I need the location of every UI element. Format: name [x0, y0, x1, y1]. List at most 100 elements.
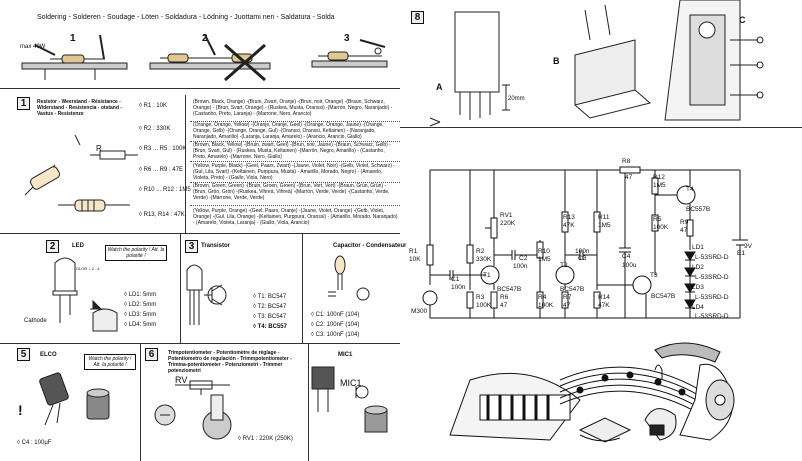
resistor-desc-r3-r5: (Brown, Black, Yellow) -(Bruin, zwart, G… — [193, 142, 391, 160]
resistor-ref-r1: ◊ R1 : 10K — [139, 103, 167, 109]
label-battery-voltage: 9V — [744, 243, 752, 250]
led-item-ld4: ◊ LD4: 5mm — [124, 322, 157, 328]
value-r9: 47 — [680, 227, 688, 234]
music-illustration — [449, 342, 735, 443]
resistor-ref-r13-r14: ◊ R13, R14 : 47K — [139, 212, 185, 218]
elco-polarity-note: Watch the polarity ! Att. la polarité ! — [84, 354, 136, 370]
divider — [140, 343, 141, 461]
transistor-item-t2: ◊ T2: BC547 — [253, 304, 287, 310]
value-r10: 1M5 — [538, 256, 551, 263]
resistor-ref-r3-r5: ◊ R3 ... R5 : 100K — [139, 146, 187, 152]
mic-symbol-label: MIC1 — [340, 378, 362, 388]
label-r1: R1 — [409, 248, 418, 255]
value-t1: BC547B — [497, 286, 522, 293]
resistor-drawings — [24, 134, 138, 212]
value-r5: 100K — [653, 224, 669, 231]
label-r14: R14 — [598, 294, 610, 301]
mounting-drawings — [429, 0, 764, 127]
label-ld1: LD1 — [692, 244, 704, 251]
section-1-number: 1 — [17, 97, 30, 110]
led-item-ld1: ◊ LD1: 5mm — [124, 292, 157, 298]
value-r7: 47 — [563, 302, 571, 309]
trimpot-symbol-label: RV — [175, 375, 188, 385]
elco-drawing: ! — [18, 372, 110, 426]
label-e1: E1 — [737, 250, 745, 257]
label-ld3: LD3 — [692, 284, 704, 291]
section-3-title: Transistor — [201, 243, 231, 249]
divider — [180, 233, 181, 343]
value-t4: BC557B — [686, 206, 711, 213]
section-6-number: 6 — [145, 348, 158, 361]
label-r5: R5 — [653, 216, 662, 223]
value-ld1: L-53SRD-D — [695, 254, 729, 261]
label-r6: R6 — [500, 294, 509, 301]
label-r7: R7 — [563, 294, 572, 301]
divider — [400, 127, 802, 128]
value-ld4: L-53SRD-D — [695, 313, 729, 320]
value-r1: 10K — [409, 256, 421, 263]
mic-section-title: MIC1 — [338, 352, 353, 358]
value-t2: BC547B — [560, 286, 585, 293]
soldering-drawings — [21, 34, 388, 82]
transistor-drawing — [186, 264, 227, 325]
capacitor-item-c3: ◊ C3: 100nF (104) — [311, 332, 360, 338]
divider — [0, 88, 400, 89]
mic-drawing — [311, 366, 388, 433]
value-c1: 100n — [451, 284, 466, 291]
label-r12: R12 — [653, 174, 665, 181]
resistor-desc-r10-r12: (Brown, Green, Green) -(Bruin, Groen, Gr… — [193, 183, 390, 201]
led-polarity-note: Watch the polarity ! Att. la polarité ! — [105, 245, 167, 261]
value-r3: 100K — [476, 302, 492, 309]
label-t4: T4 — [686, 186, 694, 193]
label-c4: C4 — [622, 253, 631, 260]
value-c2: 100n — [513, 263, 528, 270]
label-c2: C2 — [519, 255, 528, 262]
value-ld2: L-53SRD-D — [695, 274, 729, 281]
led-item-ld3: ◊ LD3: 5mm — [124, 312, 157, 318]
label-t3: T3 — [650, 272, 658, 279]
label-m300: M300 — [411, 308, 428, 315]
page-title: Soldering - Solderen - Soudage - Löten -… — [37, 14, 335, 21]
divider — [308, 343, 309, 461]
resistor-desc-r6-r9: (Yellow, Purple, Black) -(Geel, Paars, Z… — [193, 163, 395, 181]
value-r14: 47K — [598, 302, 610, 309]
label-r10: R10 — [538, 248, 550, 255]
led-cathode-label: Cathode — [24, 318, 47, 324]
value-t3: BC547B — [651, 293, 676, 300]
led-item-ld2: ◊ LD2: 5mm — [124, 302, 157, 308]
value-r8: 47 — [625, 174, 633, 181]
value-c3: 100n — [575, 248, 590, 255]
resistor-desc-r2: (Orange, Orange, Yellow) -(Oranje, Oranj… — [193, 122, 384, 140]
step-2-label: 2 — [202, 33, 208, 44]
resistor-desc-r1: (Brown, Black, Orange) -(Bruin, Zwart, O… — [193, 99, 393, 117]
transistor-item-t1: ◊ T1: BC547 — [253, 294, 287, 300]
svg-text:!: ! — [18, 402, 23, 418]
capacitor-drawing — [328, 255, 370, 301]
label-r2: R2 — [476, 248, 485, 255]
divider — [302, 233, 303, 343]
divider — [0, 343, 400, 344]
transistor-item-t3: ◊ T3: BC547 — [253, 314, 287, 320]
step-1-label: 1 — [70, 33, 76, 44]
resistor-ref-r10-r12: ◊ R10 ... R12 : 1M5 — [139, 187, 191, 193]
step-3-label: 3 — [344, 33, 350, 44]
section-4-title: Capacitor - Condensateur — [333, 243, 407, 249]
transistor-item-t4: ◊ T4: BC557 — [253, 324, 287, 330]
section-8-label-b: B — [553, 56, 560, 66]
resistor-desc-r13-r14: (Yellow, Purple, Orange) -(Geel, Paars, … — [193, 208, 398, 226]
value-c4: 100u — [622, 262, 637, 269]
label-c1: C1 — [451, 276, 460, 283]
divider — [185, 95, 186, 233]
value-r4: 100K — [538, 302, 554, 309]
section-8-label-c: C — [739, 15, 746, 25]
section-5-number: 5 — [17, 348, 30, 361]
label-t2: T2 — [560, 262, 568, 269]
section-1-title: Resistor - Weerstand - Résistance - Wide… — [37, 99, 122, 117]
section-8-label-a: A — [436, 82, 443, 92]
section-8-dimension: 20mm — [508, 96, 525, 102]
label-rv1: RV1 — [500, 212, 513, 219]
section-5-title: ELCO — [40, 352, 57, 358]
capacitor-item-c2: ◊ C2: 100nF (104) — [311, 322, 360, 328]
circuit-schematic — [422, 166, 748, 319]
elco-item-c4: ◊ C4 : 100µF — [17, 440, 52, 446]
